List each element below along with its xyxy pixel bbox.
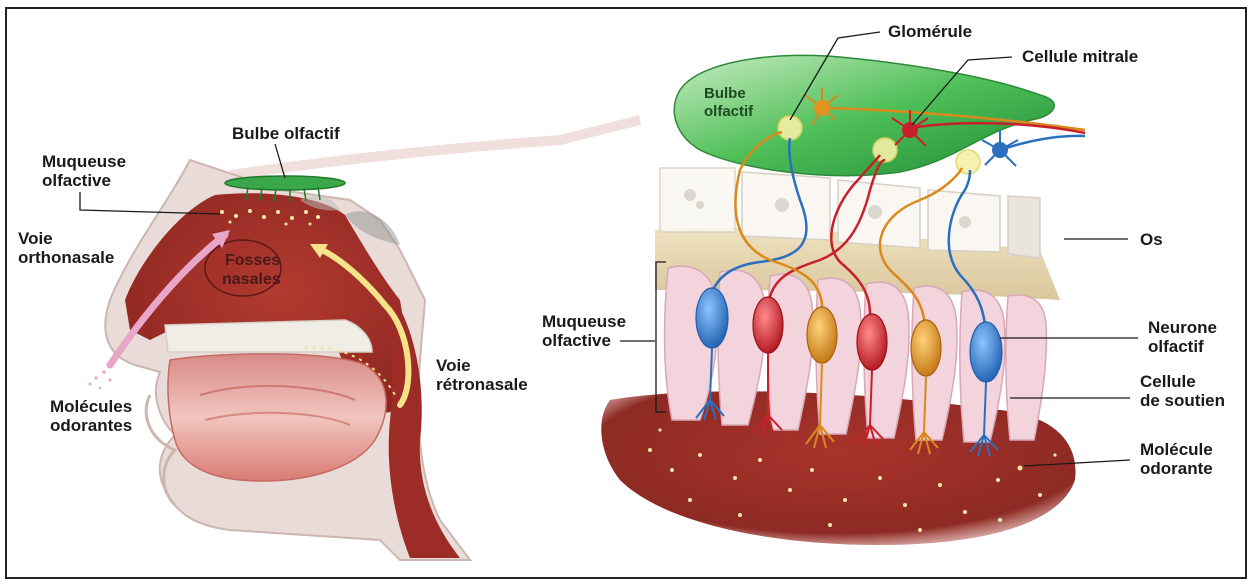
label-cellule-mitrale: Cellule mitrale [1022, 47, 1138, 66]
label-fosses-nasales-2: nasales [222, 271, 281, 288]
label-voie-retronasale-1: Voie [436, 356, 471, 375]
label-molecules-odorantes-1: Molécules [50, 397, 132, 416]
label-cellule-soutien-1: Cellule [1140, 372, 1196, 391]
label-muqueuse-right-2: olfactive [542, 331, 611, 350]
label-bulbe-1: Bulbe [704, 85, 746, 102]
label-molecule-odorante-1: Molécule [1140, 440, 1213, 459]
label-glomerule: Glomérule [888, 22, 972, 41]
palate [165, 320, 372, 352]
neuron-red-2 [857, 314, 887, 370]
label-muqueuse-olfactive-2: olfactive [42, 171, 111, 190]
label-os: Os [1140, 230, 1163, 249]
label-muqueuse-right-1: Muqueuse [542, 312, 626, 331]
label-neurone-2: olfactif [1148, 337, 1204, 356]
neuron-blue-2 [970, 322, 1002, 382]
label-molecule-odorante-2: odorante [1140, 459, 1213, 478]
label-voie-orthonasale-2: orthonasale [18, 248, 114, 267]
label-voie-retronasale-2: rétronasale [436, 375, 528, 394]
label-neurone-1: Neurone [1148, 318, 1217, 337]
label-cellule-soutien-2: de soutien [1140, 391, 1225, 410]
label-voie-orthonasale-1: Voie [18, 229, 53, 248]
label-fosses-nasales-1: Fosses [225, 252, 280, 269]
neuron-blue-1 [696, 288, 728, 348]
neuron-orange-2 [911, 320, 941, 376]
label-muqueuse-olfactive-1: Muqueuse [42, 152, 126, 171]
label-bulbe-2: olfactif [704, 103, 754, 120]
label-molecules-odorantes-2: odorantes [50, 416, 132, 435]
neuron-red-1 [753, 297, 783, 353]
left-bulbe-olfactif [225, 176, 345, 190]
neuron-orange-1 [807, 307, 837, 363]
label-bulbe-olfactif: Bulbe olfactif [232, 124, 340, 143]
